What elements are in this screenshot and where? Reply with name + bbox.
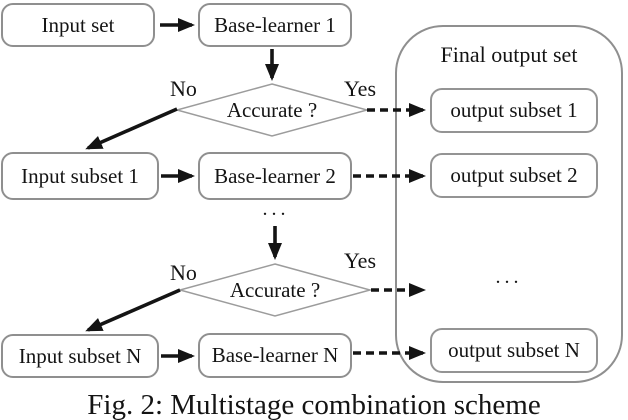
node-base-learner-2: Base-learner 2 [198, 152, 352, 200]
decision-diamond-1 [174, 83, 370, 137]
node-output-subset-2: output subset 2 [430, 153, 598, 198]
ellipsis-output-subsets: ... [495, 266, 523, 288]
node-output-subset-n: output subset N [430, 328, 598, 373]
final-output-set-container [395, 25, 623, 383]
edge-label-yes-1: Yes [344, 76, 377, 101]
figure-caption: Fig. 2: Multistage combination scheme [87, 389, 541, 420]
ellipsis-between-stages: ... [262, 198, 290, 220]
edge-label-no-2: No [170, 260, 197, 285]
arrow-decision-1-no-to-input-subset-1 [85, 107, 178, 150]
decision-1-label: Accurate ? [226, 98, 318, 122]
arrow-decision-2-no-to-input-subset-n [85, 288, 181, 332]
decision-diamond-2 [177, 263, 373, 317]
edge-label-no-1: No [170, 76, 197, 101]
node-input-set: Input set [1, 3, 155, 47]
node-base-learner-1: Base-learner 1 [198, 3, 352, 47]
edge-label-yes-2: Yes [344, 248, 377, 273]
node-input-subset-n: Input subset N [1, 334, 159, 378]
final-output-set-title: Final output set [440, 42, 578, 67]
node-output-subset-1: output subset 1 [430, 88, 598, 133]
decision-2-label: Accurate ? [229, 278, 321, 302]
node-input-subset-1: Input subset 1 [1, 152, 159, 200]
node-base-learner-n: Base-learner N [198, 333, 352, 378]
